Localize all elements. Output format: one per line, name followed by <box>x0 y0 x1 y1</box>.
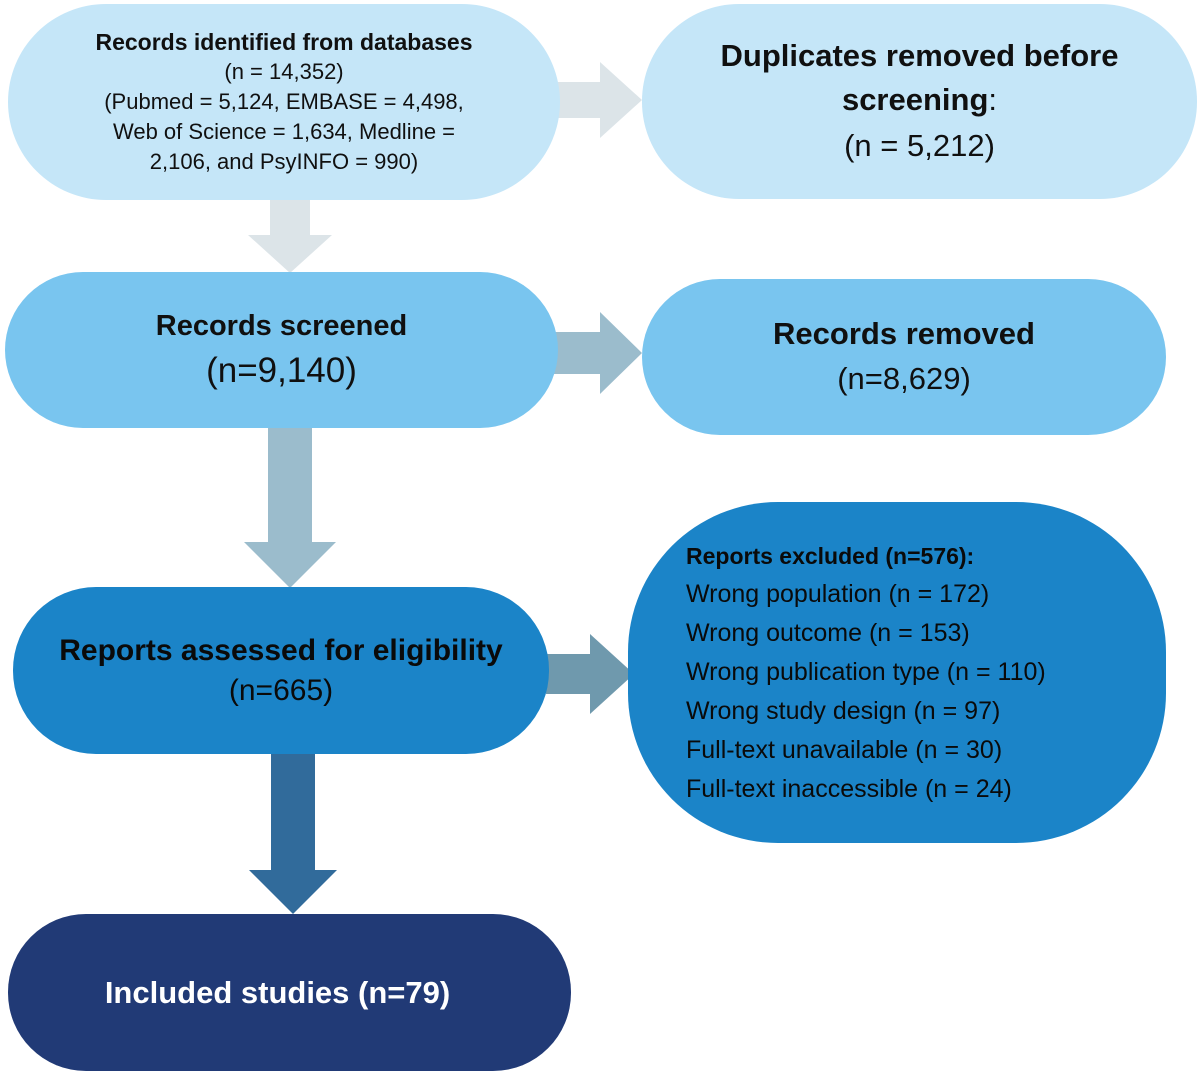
records-removed-title: Records removed <box>773 316 1035 351</box>
exclusion-reason: Wrong population (n = 172) <box>686 579 990 608</box>
duplicates-removed-title: Duplicates removed before <box>720 37 1119 73</box>
duplicates-removed-title-line2: screening: <box>842 78 997 122</box>
records-identified-title: Records identified from databases <box>95 29 473 55</box>
exclusion-reason: Full-text unavailable (n = 30) <box>686 735 1003 764</box>
reports-assessed-count: (n=665) <box>228 673 334 707</box>
records-removed-box: Records removed (n=8,629) <box>642 279 1166 435</box>
records-screened-title: Records screened <box>155 310 408 342</box>
duplicates-removed-colon: : <box>988 81 998 117</box>
exclusion-reason: Wrong publication type (n = 110) <box>686 657 1046 686</box>
records-identified-count: (n = 14,352) <box>224 59 344 84</box>
records-removed-count: (n=8,629) <box>837 361 971 396</box>
arrow-right-screened-to-removed <box>550 312 642 394</box>
arrow-down-identified-to-screened <box>248 195 332 273</box>
reports-excluded-box: Reports excluded (n=576): Wrong populati… <box>628 502 1166 843</box>
exclusion-reason: Wrong study design (n = 97) <box>686 696 1001 725</box>
reports-assessed-title: Reports assessed for eligibility <box>59 633 503 667</box>
arrow-right-assessed-to-excluded <box>546 634 634 714</box>
records-identified-detail: (Pubmed = 5,124, EMBASE = 4,498, <box>104 89 464 114</box>
duplicates-removed-title-word: screening <box>841 81 989 117</box>
arrow-down-assessed-to-included <box>249 752 337 914</box>
exclusion-reason: Wrong outcome (n = 153) <box>686 618 970 647</box>
reports-assessed-box: Reports assessed for eligibility (n=665) <box>13 587 549 754</box>
arrow-down-screened-to-assessed <box>244 426 336 588</box>
records-identified-detail: Web of Science = 1,634, Medline = <box>112 119 456 144</box>
included-studies-title: Included studies (n=79) <box>104 974 451 1010</box>
records-identified-detail: 2,106, and PsyINFO = 990) <box>149 149 419 174</box>
duplicates-removed-box: Duplicates removed before screening: (n … <box>642 4 1197 199</box>
records-screened-count: (n=9,140) <box>206 351 357 390</box>
duplicates-removed-count: (n = 5,212) <box>844 127 995 163</box>
records-screened-box: Records screened (n=9,140) <box>5 272 558 428</box>
exclusion-reason: Full-text inaccessible (n = 24) <box>686 774 1012 803</box>
records-identified-box: Records identified from databases (n = 1… <box>8 4 560 200</box>
included-studies-box: Included studies (n=79) <box>8 914 571 1071</box>
reports-excluded-title: Reports excluded (n=576): <box>686 542 975 569</box>
arrow-right-identified-to-duplicates <box>548 62 642 138</box>
